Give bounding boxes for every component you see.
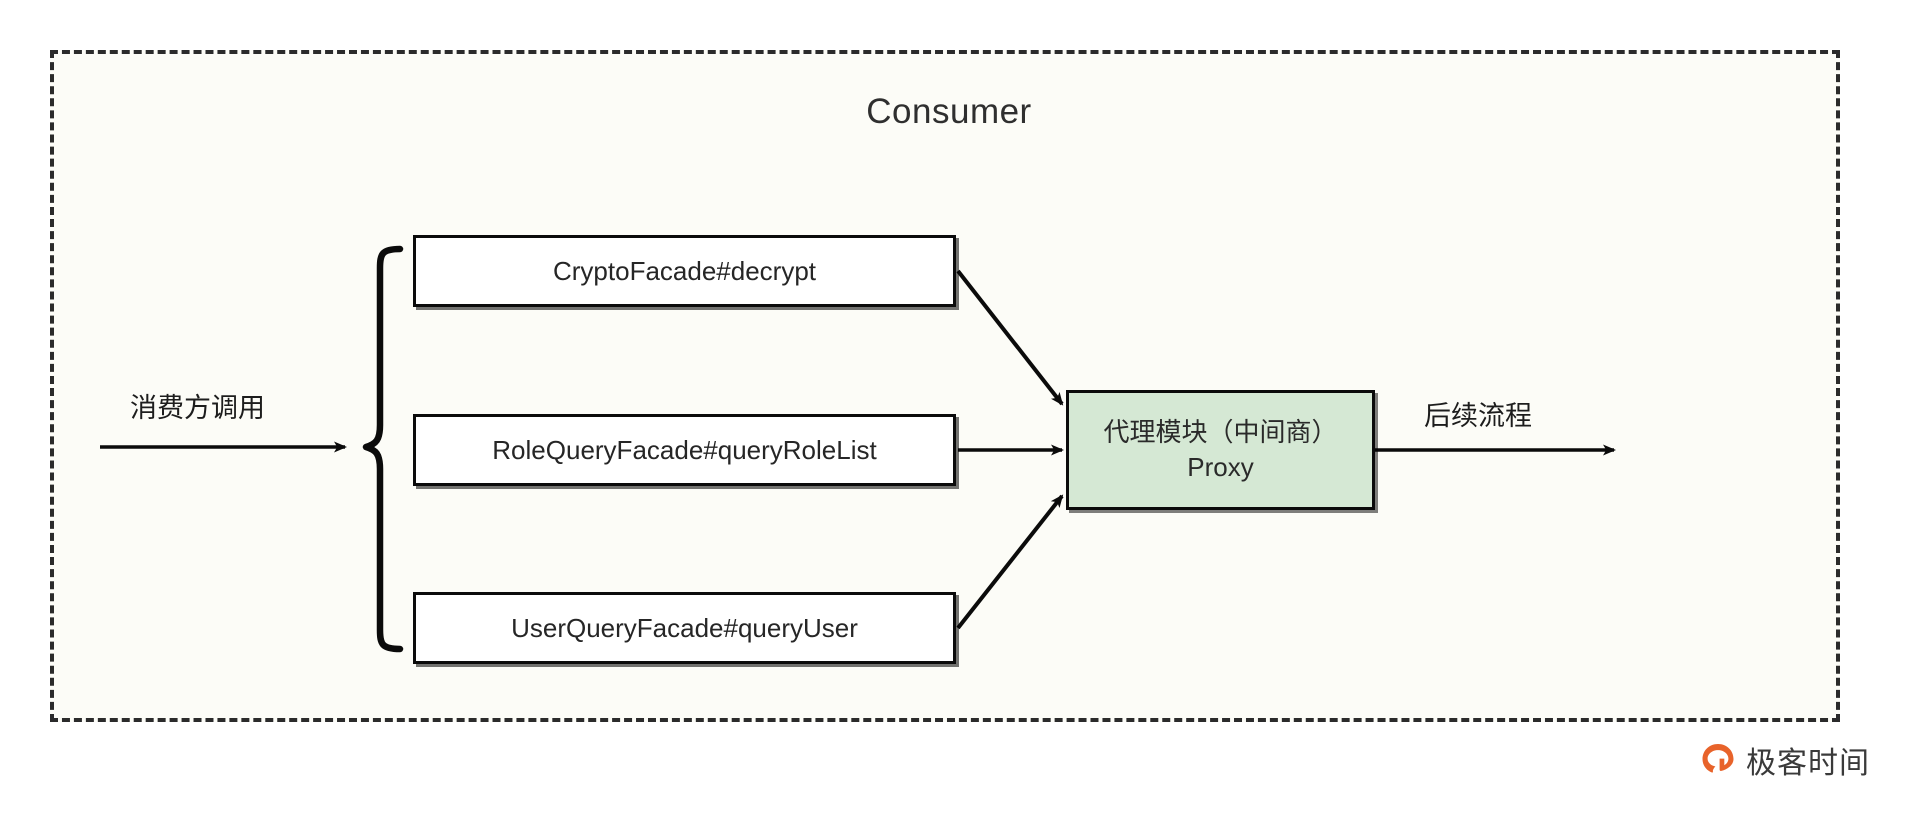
- watermark: 极客时间: [1700, 738, 1870, 782]
- facade-box-crypto[interactable]: CryptoFacade#decrypt: [413, 235, 956, 307]
- label-next-flow: 后续流程: [1424, 401, 1532, 431]
- facade-box-user-query[interactable]: UserQueryFacade#queryUser: [413, 592, 956, 664]
- proxy-module-box[interactable]: 代理模块（中间商） Proxy: [1066, 390, 1375, 510]
- facade-box-role-query[interactable]: RoleQueryFacade#queryRoleList: [413, 414, 956, 486]
- proxy-label-cn: 代理模块（中间商）: [1103, 416, 1338, 447]
- proxy-label-en: Proxy: [1187, 452, 1254, 482]
- facade-label: RoleQueryFacade#queryRoleList: [492, 434, 877, 465]
- watermark-text: 极客时间: [1746, 746, 1870, 781]
- facade-label: UserQueryFacade#queryUser: [511, 612, 858, 643]
- label-consumer-call: 消费方调用: [130, 393, 265, 423]
- consumer-title: Consumer: [866, 92, 1032, 131]
- geekbang-logo-icon: [1702, 744, 1734, 773]
- facade-label: CryptoFacade#decrypt: [552, 255, 817, 286]
